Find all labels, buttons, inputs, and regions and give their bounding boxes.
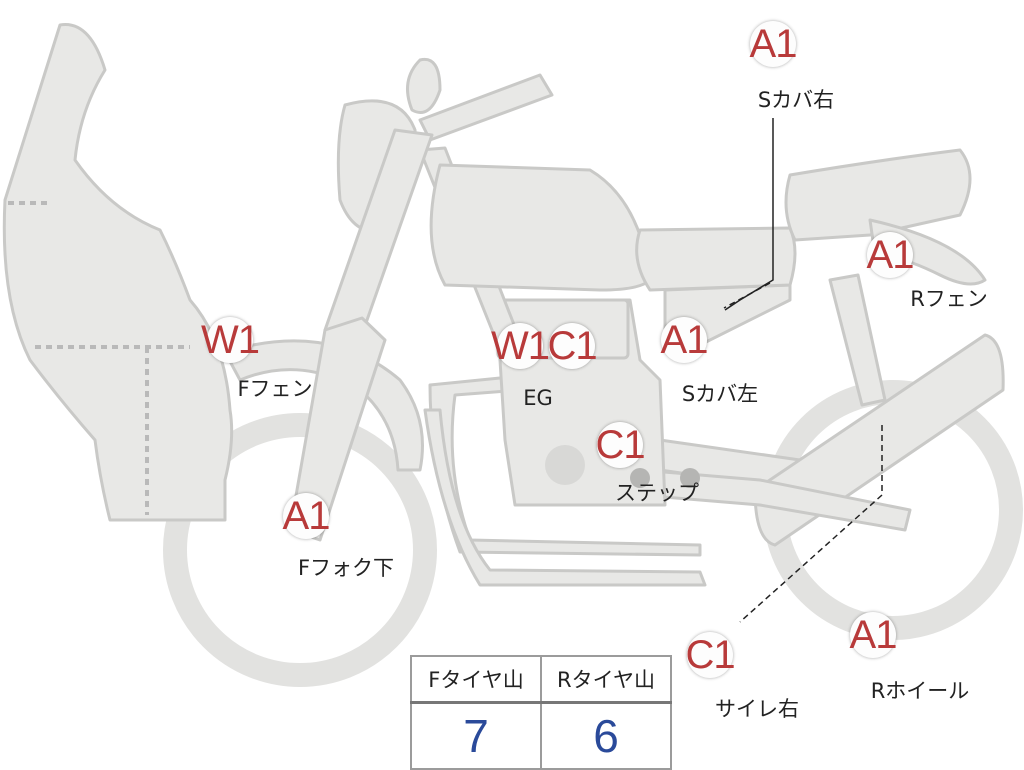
frame-lower-2 [423,408,707,587]
leader-muffler [739,425,883,623]
label-rear-fender: Rフェン [910,287,988,311]
tire-tread-table: Fタイヤ山 Rタイヤ山 7 6 [410,655,672,770]
leader-scover-right-dash [723,282,771,309]
label-side-cover-right: Sカバ右 [757,88,835,112]
label-front-fender: Fフェン [237,377,313,401]
marker-w1-front-fender: W1 [201,317,260,363]
mirror-stem [406,57,442,114]
front-wheel [163,413,437,687]
value-rear-tire-tread: 6 [540,701,672,770]
step-peg-2 [680,468,700,488]
label-engine: EG [523,386,553,410]
label-side-cover-left: Sカバ左 [681,382,759,406]
label-front-fork-lower: Fフォク下 [297,556,395,580]
marker-c1-muffler: C1 [685,632,736,678]
marker-w1-engine: W1 [491,323,550,369]
fuel-tank [429,163,652,292]
marker-c1-step: C1 [595,422,646,468]
label-step: ステップ [615,481,699,505]
rear-shock [828,273,887,407]
label-rear-wheel: Rホイール [870,679,970,703]
marker-a1-side-cover-right: A1 [749,21,797,67]
marker-a1-rear-wheel: A1 [849,612,897,658]
fairing [2,23,234,522]
marker-a1-rear-fender: A1 [866,232,914,278]
marker-a1-front-fork: A1 [282,493,330,539]
value-front-tire-tread: 7 [410,701,542,770]
engine-cover [545,445,585,485]
label-muffler-right: サイレ右 [715,697,799,721]
header-rear-tire-tread: Rタイヤ山 [540,655,672,704]
step-peg-1 [630,468,650,488]
marker-c1-engine: C1 [547,323,598,369]
marker-a1-side-cover-left: A1 [660,317,708,363]
header-front-tire-tread: Fタイヤ山 [410,655,542,704]
seat-rear [784,148,972,242]
